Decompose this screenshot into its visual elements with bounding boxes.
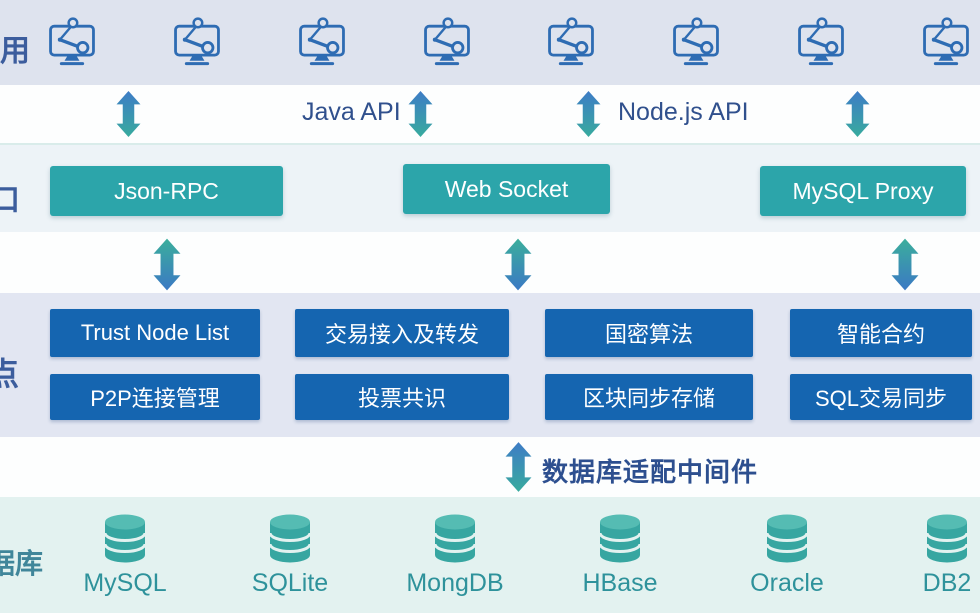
interface-button-web-socket: Web Socket bbox=[403, 164, 610, 214]
database-cylinder-icon bbox=[598, 513, 642, 564]
nodejs-api-label: Node.js API bbox=[618, 98, 749, 126]
node-button-gm-crypto: 国密算法 bbox=[545, 309, 753, 357]
double-vertical-arrow-icon bbox=[116, 91, 141, 137]
node-button-p2p-connection: P2P连接管理 bbox=[50, 374, 260, 420]
database-name: MongDB bbox=[406, 569, 504, 597]
database-cylinder-icon bbox=[433, 513, 477, 564]
monitor-network-icon bbox=[48, 16, 96, 67]
monitor-network-icon bbox=[673, 16, 720, 67]
double-vertical-arrow-icon bbox=[504, 238, 532, 291]
interface-button-mysql-proxy: MySQL Proxy bbox=[760, 166, 966, 216]
double-vertical-arrow-icon bbox=[891, 238, 919, 291]
node-layer-label: 点 bbox=[0, 356, 20, 392]
node-button-smart-contract: 智能合约 bbox=[790, 309, 972, 357]
double-vertical-arrow-icon bbox=[576, 91, 601, 137]
monitor-network-icon bbox=[298, 16, 345, 67]
monitor-network-icon bbox=[548, 16, 595, 67]
monitor-network-icon bbox=[173, 16, 220, 67]
database-name: DB2 bbox=[922, 569, 972, 597]
database-item-hbase: HBase bbox=[555, 511, 685, 598]
monitor-network-icon bbox=[797, 16, 845, 67]
application-layer-label: 用 bbox=[0, 35, 30, 68]
double-vertical-arrow-icon bbox=[408, 91, 433, 137]
database-layer-band bbox=[0, 497, 980, 613]
monitor-network-icon bbox=[922, 16, 970, 67]
database-cylinder-icon bbox=[925, 513, 969, 564]
node-button-sql-tx-sync: SQL交易同步 bbox=[790, 374, 972, 420]
database-item-mongdb: MongDB bbox=[390, 511, 520, 598]
double-vertical-arrow-icon bbox=[505, 442, 532, 492]
database-name: Oracle bbox=[750, 569, 824, 597]
db-adapter-middleware-label: 数据库适配中间件 bbox=[542, 457, 759, 487]
node-button-tx-access-forward: 交易接入及转发 bbox=[295, 309, 509, 357]
double-vertical-arrow-icon bbox=[845, 91, 870, 137]
application-clients-row bbox=[44, 12, 974, 74]
database-name: MySQL bbox=[83, 569, 167, 597]
java-api-label: Java API bbox=[302, 98, 401, 126]
database-item-oracle: Oracle bbox=[722, 511, 852, 598]
database-item-mysql: MySQL bbox=[60, 511, 190, 598]
database-item-db2: DB2 bbox=[882, 511, 980, 598]
database-cylinder-icon bbox=[268, 513, 312, 564]
database-layer-label: 据库 bbox=[0, 548, 44, 579]
node-button-block-sync-storage: 区块同步存储 bbox=[545, 374, 753, 420]
monitor-network-icon bbox=[423, 16, 470, 67]
interface-button-json-rpc: Json-RPC bbox=[50, 166, 283, 216]
double-vertical-arrow-icon bbox=[153, 238, 181, 291]
node-button-trust-node-list: Trust Node List bbox=[50, 309, 260, 357]
database-cylinder-icon bbox=[103, 513, 147, 564]
database-name: SQLite bbox=[251, 569, 329, 597]
database-item-sqlite: SQLite bbox=[225, 511, 355, 598]
interface-layer-label: 口 bbox=[0, 184, 20, 217]
node-button-vote-consensus: 投票共识 bbox=[295, 374, 509, 420]
database-name: HBase bbox=[582, 569, 658, 597]
application-layer-band bbox=[0, 0, 980, 85]
database-cylinder-icon bbox=[765, 513, 809, 564]
